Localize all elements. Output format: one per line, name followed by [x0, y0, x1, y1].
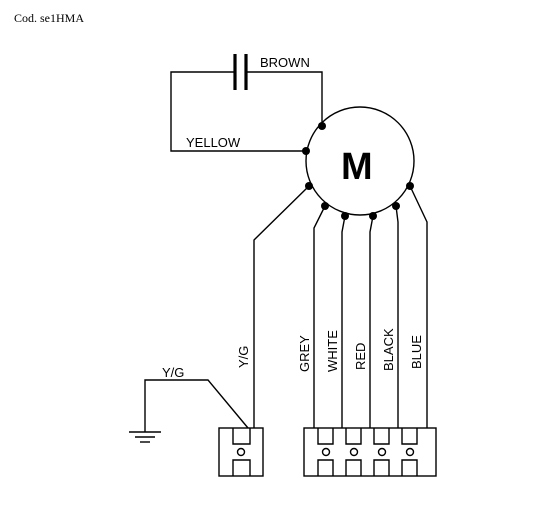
capacitor-circuit [170, 54, 323, 152]
brown-wire-label: BROWN [260, 55, 310, 70]
terminal-strip [303, 427, 437, 477]
black-wire-label: BLACK [381, 328, 396, 371]
diagram-code: Cod. se1HMA [14, 11, 84, 25]
motor-symbol [305, 106, 415, 216]
yellow-wire-label: YELLOW [186, 135, 241, 150]
grey-wire [313, 205, 326, 428]
ground-yg-wire [144, 379, 249, 429]
motor-label: M [341, 146, 373, 188]
ground-icon [129, 416, 161, 443]
ground-yg-label: Y/G [162, 365, 184, 380]
white-wire-label: WHITE [325, 330, 340, 372]
lead-wires [253, 185, 428, 428]
red-wire [369, 215, 374, 428]
earth-terminal-block [218, 427, 264, 477]
terminal-dot-brown [318, 122, 326, 130]
grey-wire-label: GREY [297, 335, 312, 372]
yg-wire [253, 185, 310, 428]
blue-wire-label: BLUE [409, 335, 424, 369]
blue-wire [409, 185, 428, 428]
red-wire-label: RED [353, 343, 368, 370]
terminal-dot-yellow [302, 147, 310, 155]
black-wire [395, 205, 399, 428]
capacitor-wire-left [170, 71, 305, 152]
white-wire [341, 215, 346, 428]
capacitor-wire-right [246, 71, 323, 126]
yg-terminal-label: Y/G [236, 346, 251, 368]
